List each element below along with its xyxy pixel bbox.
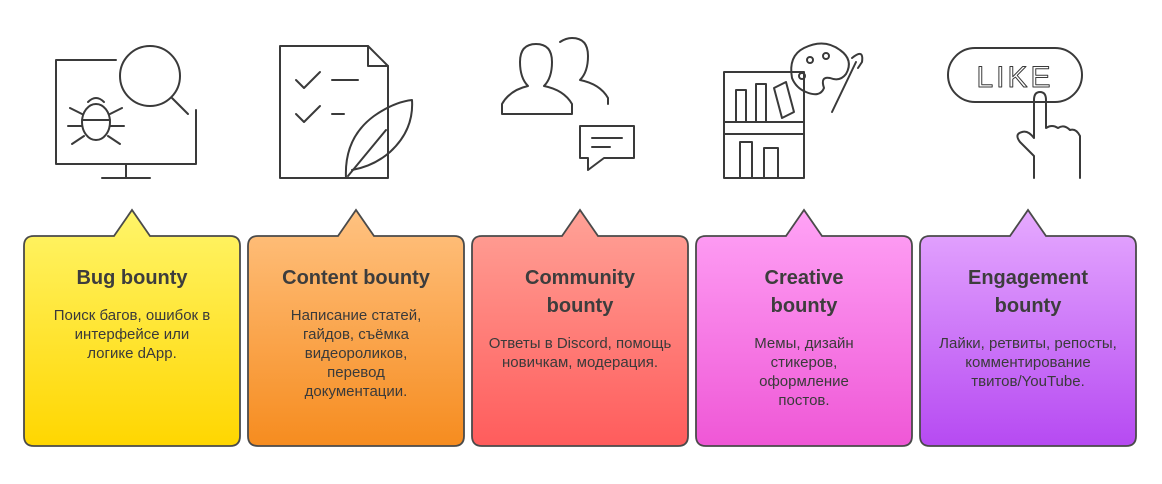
bounty-column-content: Content bounty Написание статей, гайдов,… bbox=[244, 0, 468, 484]
creative-bounty-card: Creative bounty Мемы, дизайн стикеров, о… bbox=[692, 208, 916, 450]
card-background bbox=[695, 208, 913, 447]
card-description: Мемы, дизайн стикеров, оформление постов… bbox=[754, 335, 854, 409]
card-description: Поиск багов, ошибок в интерфейсе или лог… bbox=[53, 307, 211, 362]
card-title: Content bounty bbox=[282, 267, 430, 289]
bounty-column-creative: Creative bounty Мемы, дизайн стикеров, о… bbox=[692, 0, 916, 484]
users-chat-icon bbox=[501, 37, 635, 171]
like-label: LIKE bbox=[976, 61, 1053, 94]
card-description: Ответы в Discord, помощь новичкам, модер… bbox=[488, 335, 672, 371]
card-title: Community bounty bbox=[525, 267, 635, 317]
community-bounty-card: Community bounty Ответы в Discord, помощ… bbox=[468, 208, 692, 450]
card-title: Creative bounty bbox=[764, 267, 844, 317]
bookshelf-palette-icon bbox=[723, 42, 864, 179]
bounty-column-bug: Bug bounty Поиск багов, ошибок в интерфе… bbox=[20, 0, 244, 484]
card-description: Написание статей, гайдов, съёмка видеоро… bbox=[290, 307, 422, 400]
bug-monitor-icon bbox=[55, 45, 197, 179]
card-title: Engagement bounty bbox=[967, 267, 1089, 317]
card-title: Bug bounty bbox=[76, 267, 188, 289]
card-background bbox=[23, 208, 241, 447]
content-bounty-card: Content bounty Написание статей, гайдов,… bbox=[244, 208, 468, 450]
card-background bbox=[471, 208, 689, 447]
bounty-column-engagement: LIKE Engagement bounty Лайки, ретвиты, р… bbox=[916, 0, 1140, 484]
bug-bounty-card: Bug bounty Поиск багов, ошибок в интерфе… bbox=[20, 208, 244, 450]
checklist-quill-icon bbox=[279, 45, 414, 179]
card-background bbox=[247, 208, 465, 447]
like-hand-icon: LIKE bbox=[947, 47, 1083, 179]
card-background bbox=[919, 208, 1137, 447]
bounty-column-community: Community bounty Ответы в Discord, помощ… bbox=[468, 0, 692, 484]
card-description: Лайки, ретвиты, репосты, комментирование… bbox=[939, 335, 1117, 390]
engagement-bounty-card: Engagement bounty Лайки, ретвиты, репост… bbox=[916, 208, 1140, 450]
